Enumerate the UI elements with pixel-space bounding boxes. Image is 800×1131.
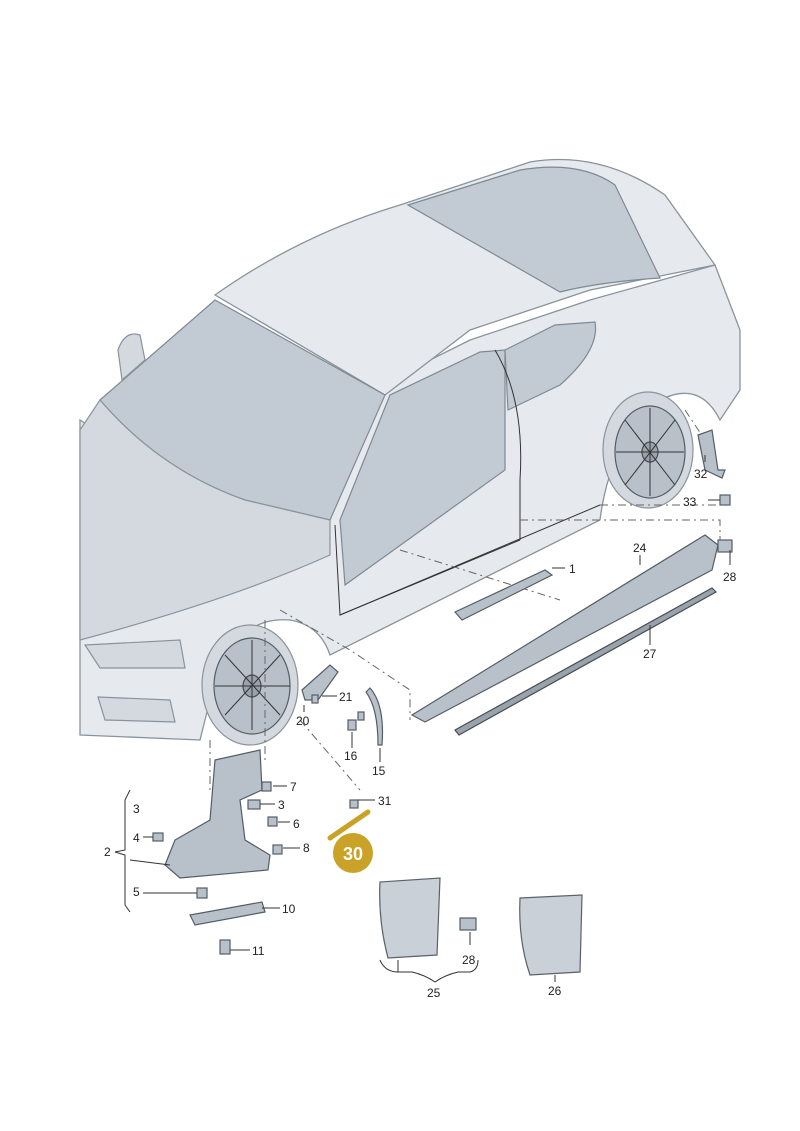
label-21: 21	[339, 690, 353, 704]
highlight-label: 30	[343, 844, 363, 864]
parts	[152, 429, 733, 976]
wheel-housing-liner-part	[164, 749, 271, 879]
label-1: 1	[569, 562, 576, 576]
sill-trim-part	[454, 569, 554, 621]
label-6: 6	[293, 817, 300, 831]
holder-part	[301, 664, 339, 701]
repair-bag-part	[379, 877, 441, 959]
repair-bag-part-2	[519, 894, 583, 976]
reference-lines	[209, 409, 721, 791]
bracket-part	[697, 429, 726, 479]
screw-part	[347, 719, 357, 731]
label-31: 31	[378, 794, 392, 808]
label-28: 28	[723, 570, 737, 584]
label-20: 20	[296, 714, 310, 728]
highlighted-strip-part	[327, 809, 371, 841]
label-5: 5	[133, 885, 140, 899]
side-skirt-part	[410, 534, 719, 723]
label-4: 4	[133, 831, 140, 845]
label-16: 16	[344, 749, 358, 763]
seal-part	[365, 687, 384, 746]
highlight-badge[interactable]: 30	[333, 833, 373, 873]
leader-lines	[114, 455, 731, 983]
label-25: 25	[427, 986, 441, 1000]
clip-part	[717, 539, 733, 553]
label-7: 7	[290, 780, 297, 794]
label-15: 15	[372, 764, 386, 778]
label-11: 11	[252, 944, 265, 958]
label-26: 26	[548, 984, 562, 998]
label-2: 2	[104, 845, 111, 859]
label-27: 27	[643, 647, 657, 661]
label-28-b: 28	[462, 953, 476, 967]
label-8: 8	[303, 841, 310, 855]
label-3-b: 3	[278, 798, 285, 812]
mounting-bracket-part	[189, 901, 266, 926]
label-24: 24	[633, 541, 647, 555]
label-33: 33	[683, 495, 697, 509]
bolt-part	[719, 494, 731, 506]
car-illustration	[79, 158, 741, 746]
label-32: 32	[694, 467, 708, 481]
highlight-circle[interactable]	[333, 833, 373, 873]
label-3: 3	[133, 802, 140, 816]
label-10: 10	[282, 902, 296, 916]
part-labels: 1 2 3 3 4 5 6 7 8 10 11 15 16 20 21 24 2…	[104, 467, 737, 1000]
trim-strip-part	[454, 587, 717, 736]
